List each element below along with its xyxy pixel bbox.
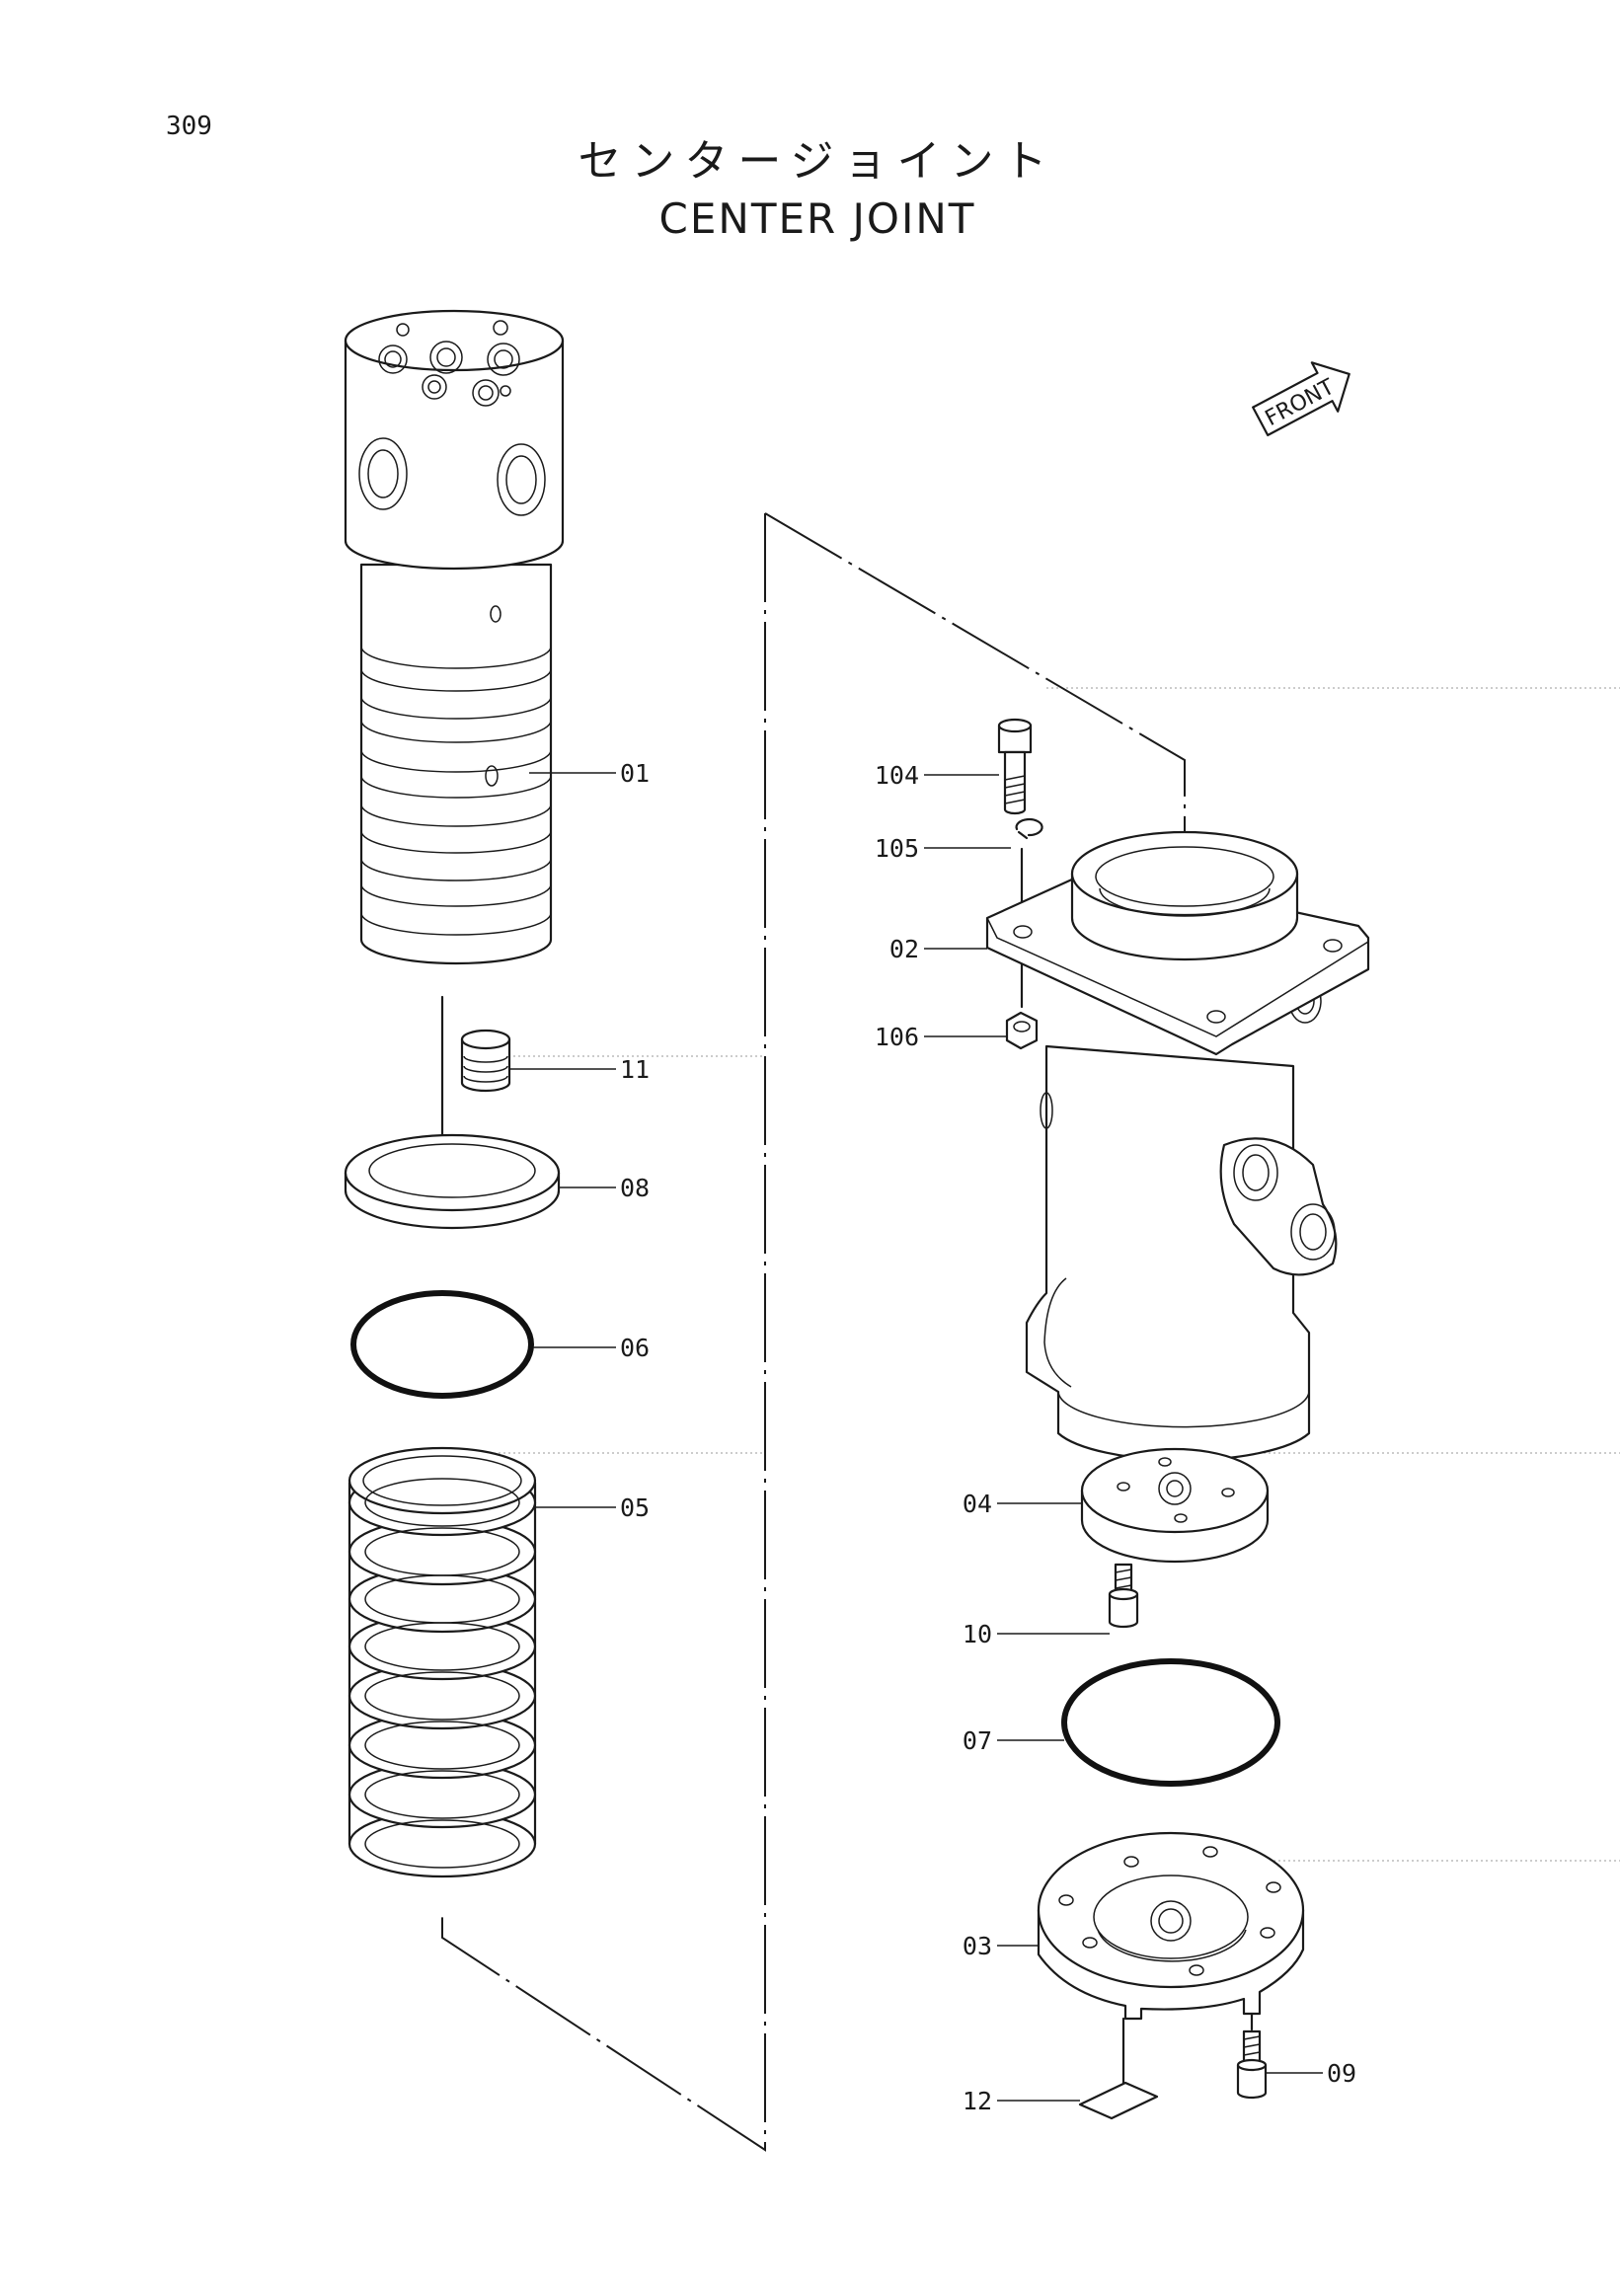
part-12-name-plate: [1078, 2081, 1159, 2120]
callout-10: 10: [963, 1620, 992, 1648]
callout-105: 105: [875, 834, 919, 863]
part-11-plug: [460, 1029, 511, 1093]
callout-02: 02: [889, 935, 919, 963]
part-106-nut: [1005, 1011, 1039, 1050]
title-english: CENTER JOINT: [659, 194, 976, 243]
callout-03: 03: [963, 1932, 992, 1960]
front-arrow-icon: FRONT: [1252, 361, 1350, 437]
dotted-guide-lines: [395, 687, 1620, 1862]
part-03-cover: [1037, 1831, 1305, 2021]
title-japanese: センタージョイント: [578, 136, 1056, 187]
part-07-o-ring: [1061, 1658, 1280, 1787]
part-09-screw: [1236, 2029, 1268, 2100]
callout-05: 05: [620, 1493, 650, 1522]
callout-12: 12: [963, 2087, 992, 2115]
callout-07: 07: [963, 1726, 992, 1755]
page-number: 309: [166, 112, 212, 141]
part-02-housing: [985, 830, 1370, 1462]
callout-labels: 01 11 08 06 05 104 105 02 106 04 10 07 0…: [620, 759, 1356, 2115]
part-10-screw: [1108, 1563, 1139, 1629]
part-06-o-ring: [350, 1290, 534, 1399]
leader-lines: [509, 772, 1323, 2102]
callout-01: 01: [620, 759, 650, 788]
callout-106: 106: [875, 1023, 919, 1051]
part-105-washer: [1015, 817, 1043, 840]
part-05-seal-stack: [347, 1446, 537, 1878]
callout-04: 04: [963, 1490, 992, 1518]
callout-08: 08: [620, 1174, 650, 1202]
callout-06: 06: [620, 1334, 650, 1362]
callout-09: 09: [1327, 2059, 1356, 2088]
part-08-ring: [344, 1133, 561, 1230]
part-04-plate: [1080, 1447, 1270, 1564]
part-104-bolt: [997, 718, 1033, 815]
callout-11: 11: [620, 1055, 650, 1084]
part-01-swivel-shaft: [344, 309, 565, 965]
callout-104: 104: [875, 761, 919, 790]
